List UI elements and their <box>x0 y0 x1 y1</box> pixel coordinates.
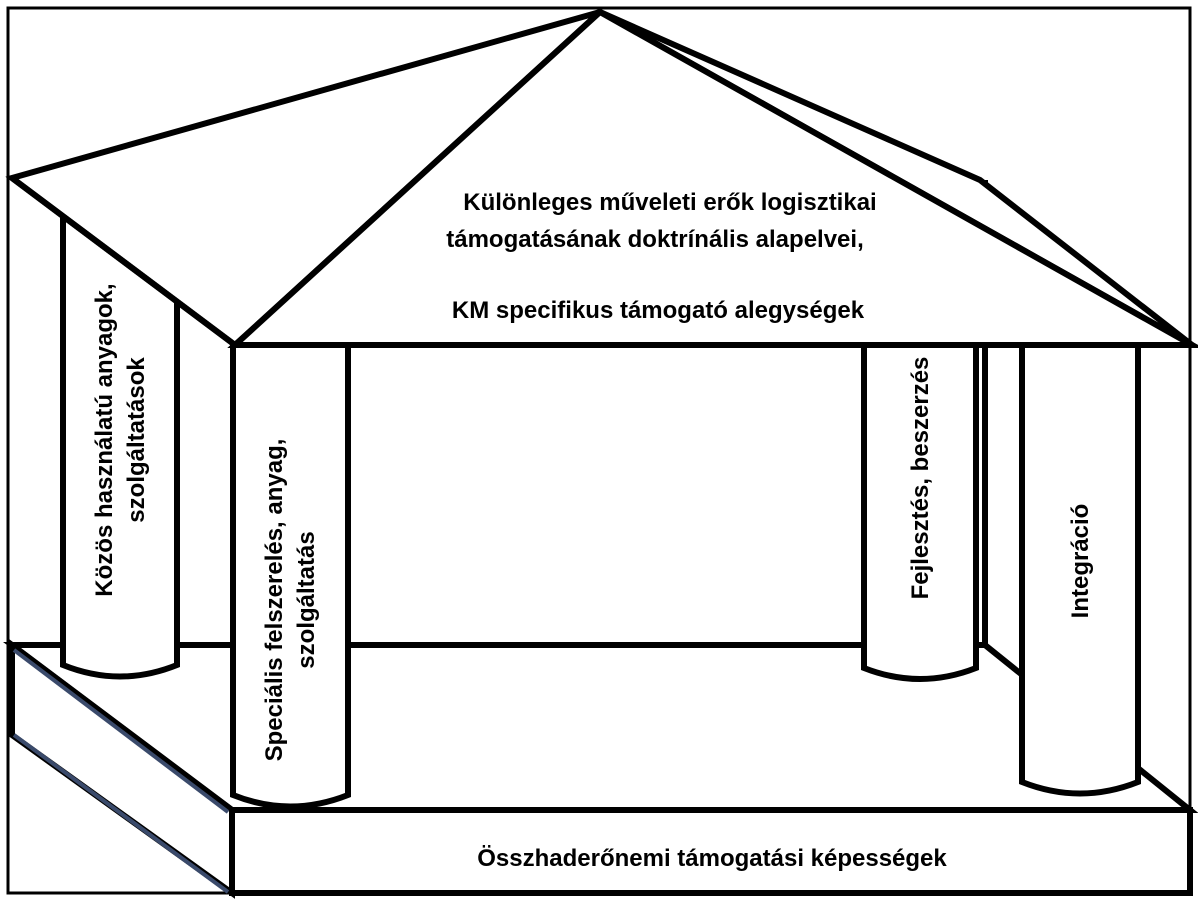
platform-left-edge-top <box>12 648 230 814</box>
pillar-specialis-label: Speciális felszerelés, anyag, szolgáltat… <box>261 439 320 762</box>
roof-text-line3: KM specifikus támogató alegységek <box>452 297 865 324</box>
roof-pediment <box>227 8 1198 348</box>
foundation-label: Összhaderőnemi támogatási képességek <box>477 845 947 872</box>
pillar-integracio-label: Integráció <box>1067 504 1094 619</box>
pillar-integracio-body <box>1019 342 1141 797</box>
pillar-specialis-line2: szolgáltatás <box>293 531 320 668</box>
pillar-specialis-body <box>230 342 351 810</box>
roof-text-line1: Különleges műveleti erők logisztikai <box>463 189 876 216</box>
roof-text-line2: támogatásának doktrínális alapelvei, <box>446 226 864 253</box>
pillar-specialis-line1: Speciális felszerelés, anyag, <box>261 439 288 762</box>
pillar-fejlesztes-line1: Fejlesztés, beszerzés <box>907 357 934 600</box>
pillar-specialis <box>230 342 351 810</box>
pillar-fejlesztes-label: Fejlesztés, beszerzés <box>907 357 934 600</box>
pillar-kozos-line1: Közös használatú anyagok, <box>91 283 118 596</box>
platform-left-edge-bottom <box>12 733 230 894</box>
pillar-integracio-line1: Integráció <box>1067 504 1094 619</box>
pillar-kozos-body <box>60 212 180 680</box>
pillar-kozos-label: Közös használatú anyagok, szolgáltatások <box>91 283 150 596</box>
pillar-fejlesztes <box>861 332 979 682</box>
pillar-fejlesztes-body <box>861 332 979 682</box>
foundation-block <box>229 807 1193 896</box>
pillar-kozos-line2: szolgáltatások <box>123 357 150 523</box>
roof-left-slope <box>10 175 237 348</box>
pillar-kozos <box>60 212 180 680</box>
pillar-integracio <box>1019 342 1141 797</box>
